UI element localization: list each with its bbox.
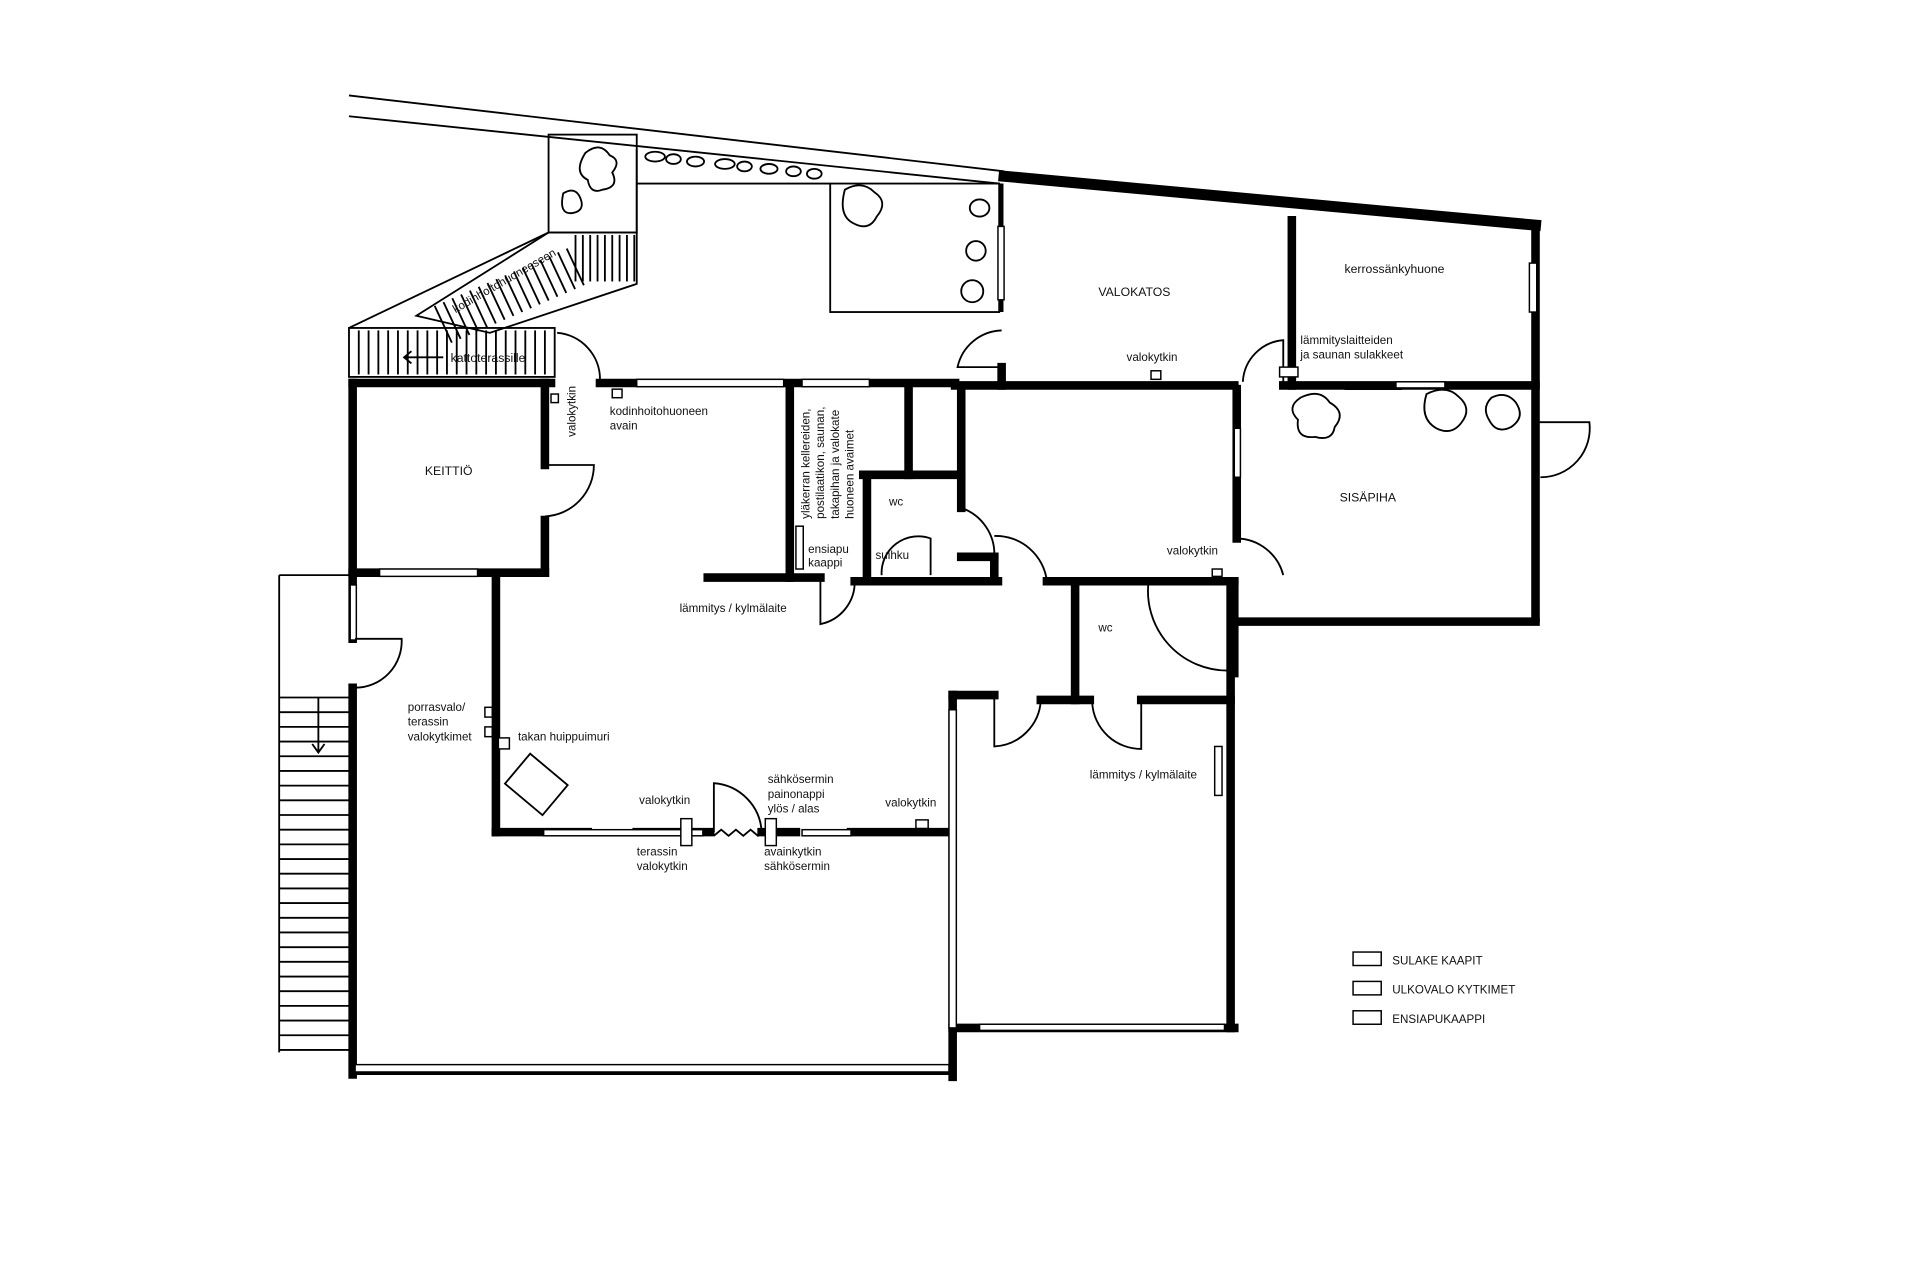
label-sulakkeet: lämmityslaitteiden (1300, 334, 1392, 347)
label-avaimet: yläkerran kellereiden, (799, 409, 812, 519)
legend: SULAKE KAAPIT ULKOVALO KYTKIMET ENSIAPUK… (1352, 951, 1515, 1026)
label-valokytkin: valokytkin (885, 796, 936, 809)
label-valokytkin: valokytkin (639, 794, 690, 807)
label-avaimet: postilaatikon, saunan, (814, 407, 827, 519)
label-avainkytkin: sähkösermin (764, 860, 830, 873)
stair-tread (486, 282, 506, 321)
stair-tread (557, 252, 576, 290)
label-valokytkin: valokytkin (1167, 544, 1218, 557)
label-porrasvalo: porrasvalo/ (408, 701, 466, 714)
stair-tread (469, 290, 488, 328)
label-kodinhoitohuoneen-avain: avain (610, 420, 638, 433)
legend-label: ENSIAPUKAAPPI (1392, 1013, 1485, 1026)
label-porrasvalo: valokytkimet (408, 730, 473, 743)
garden-planters (547, 133, 1001, 313)
stair-tread (477, 286, 497, 324)
courtyard-plants (1291, 388, 1521, 440)
label-terassin-valokytkin: terassin (637, 845, 678, 858)
room-kerrossankyhuone: kerrossänkyhuone (1344, 262, 1444, 276)
stair-tread (433, 305, 453, 344)
label-avaimet: takapihan ja valokate (829, 410, 842, 519)
label-takan-huippuimuri: takan huippuimuri (518, 730, 610, 743)
stair-tread (513, 271, 532, 309)
label-avaimet: huoneen avaimet (843, 429, 856, 519)
switch-symbols (484, 366, 1299, 847)
room-keittio: KEITTIÖ (425, 464, 473, 478)
legend-swatch (1352, 980, 1382, 996)
doors[interactable] (355, 329, 1591, 837)
label-avainkytkin: avainkytkin (764, 845, 821, 858)
stair-tread (495, 278, 515, 317)
stair-tread (530, 263, 550, 301)
stair-tread (521, 267, 541, 305)
stair-tread (548, 255, 568, 294)
label-kodinhoitohuoneeseen: kodinhoitohuoneeseen (451, 246, 559, 316)
label-terassin-valokytkin: valokytkin (637, 860, 688, 873)
stair-tread (442, 301, 462, 340)
windows (349, 225, 1538, 1073)
label-sahkosermin: sähkösermin (768, 773, 834, 786)
label-kattoterassille: kattoterassille (451, 351, 526, 365)
arrow-left-icon (402, 350, 444, 365)
legend-swatch (1352, 1010, 1382, 1025)
label-ensiapukaappi: ensiapu (808, 543, 849, 556)
label-porrasvalo: terassin (408, 716, 449, 729)
fireplace (503, 752, 569, 817)
label-kodinhoitohuoneen-avain: kodinhoitohuoneen (610, 405, 708, 418)
stair-terrace (278, 574, 353, 1053)
label-ensiapukaappi: kaappi (808, 557, 842, 570)
label-sahkosermin: painonappi (768, 788, 825, 801)
stair-tread (504, 274, 524, 313)
legend-label: SULAKE KAAPIT (1392, 954, 1482, 967)
label-valokytkin: valokytkin (1127, 351, 1178, 364)
stair-kattoterassille (348, 327, 556, 378)
room-valokatos: VALOKATOS (1098, 285, 1170, 299)
stair-tread (460, 294, 480, 332)
walls (348, 183, 1540, 1082)
arrow-down-icon (311, 697, 326, 755)
legend-label: ULKOVALO KYTKIMET (1392, 984, 1515, 997)
label-lammitys: lämmitys / kylmälaite (1090, 768, 1197, 781)
label-valokytkin: valokytkin (566, 386, 579, 437)
room-sisapiha: SISÄPIHA (1340, 491, 1397, 505)
label-sahkosermin: ylös / alas (768, 803, 820, 816)
room-wc: wc (1097, 621, 1112, 634)
room-suihku: suihku (876, 549, 910, 562)
label-sulakkeet: ja saunan sulakkeet (1299, 349, 1403, 362)
stair-tread (539, 259, 559, 298)
legend-swatch (1352, 951, 1382, 967)
label-lammitys: lämmitys / kylmälaite (680, 602, 787, 615)
room-wc: wc (888, 495, 903, 508)
